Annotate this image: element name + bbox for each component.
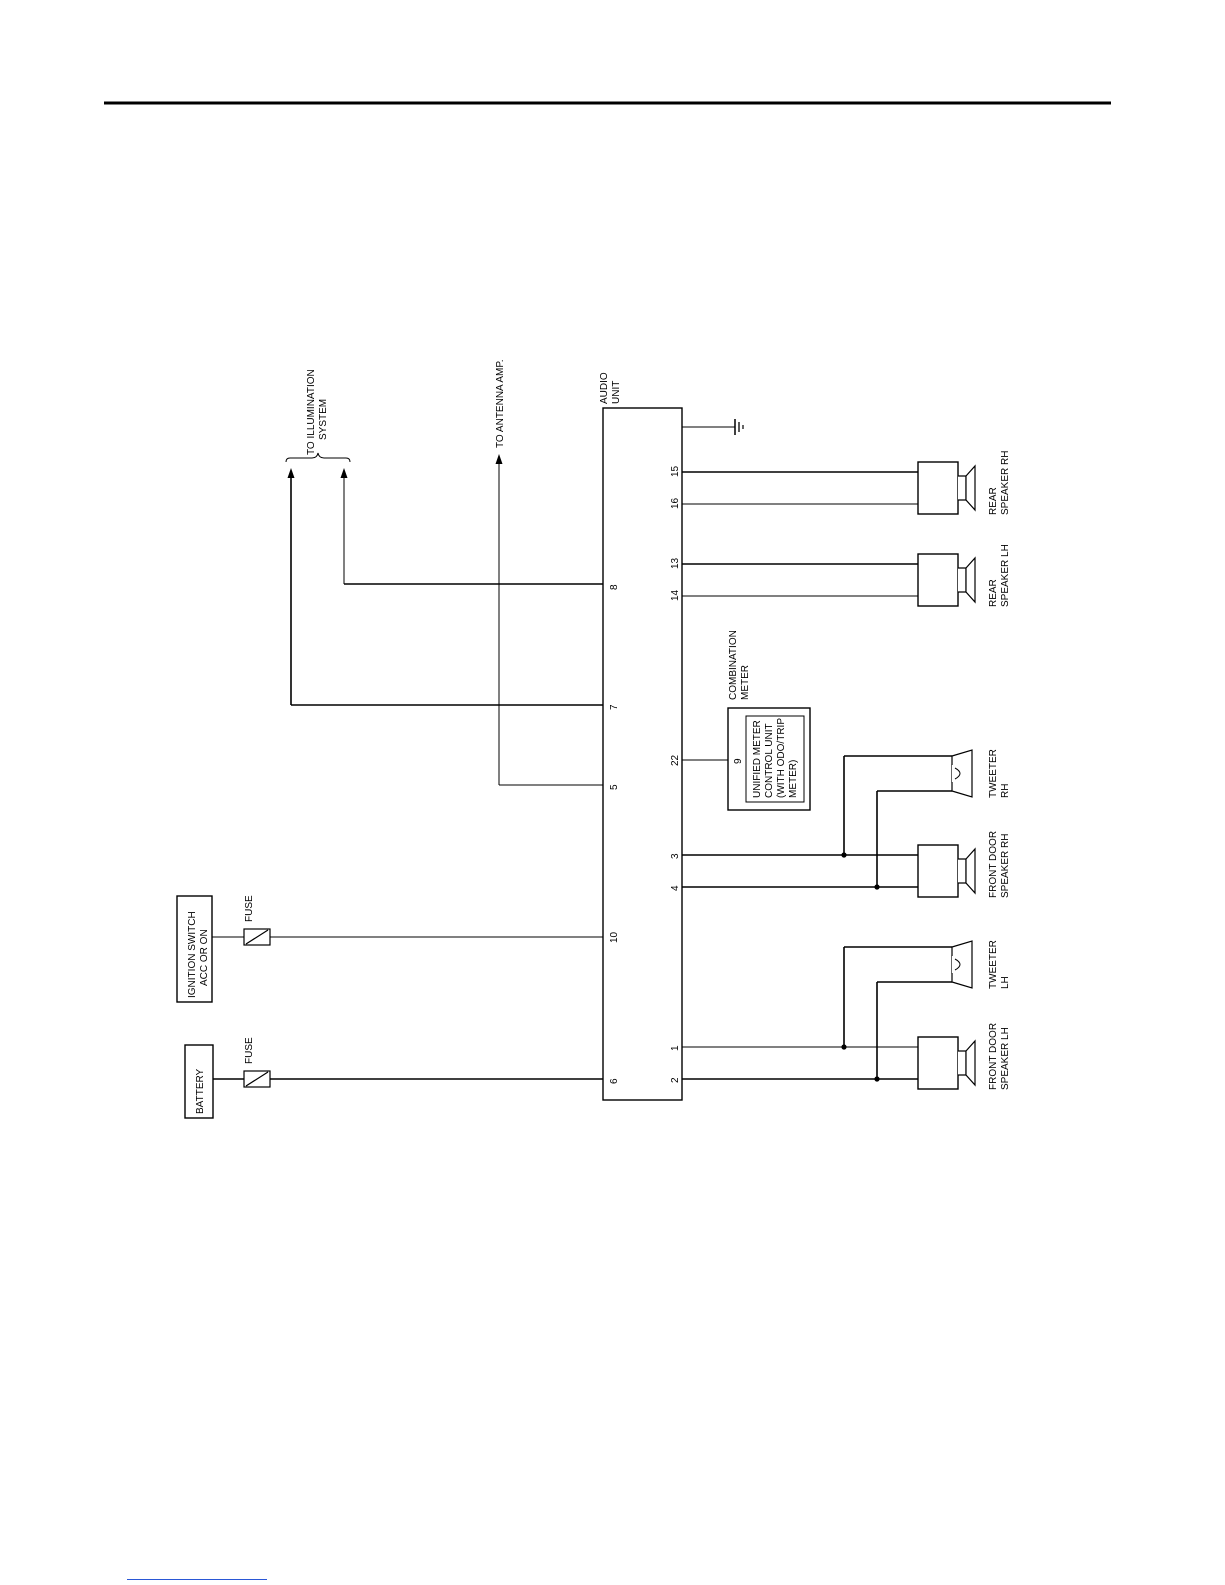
tweeter-icon-rh (952, 750, 972, 797)
arrow-icon-illum-7 (288, 468, 295, 478)
ignition-label-1: IGNITION SWITCH (187, 911, 198, 998)
meter-unit-label-3: (WITH ODO/TRIP (776, 718, 787, 798)
pin-15: 15 (670, 465, 681, 477)
pin-7: 7 (609, 704, 620, 710)
illumination-label-1: TO ILLUMINATION (306, 369, 317, 455)
rear-speaker-lh-label-2: SPEAKER LH (1000, 544, 1011, 607)
speaker-icon-rear-rh (918, 462, 975, 514)
tweeter-rh-label-1: TWEETER (988, 749, 999, 798)
pin-13: 13 (670, 557, 681, 569)
pin-8: 8 (609, 584, 620, 590)
junction-dot (841, 1044, 846, 1049)
tweeter-rh-label-2: RH (1000, 784, 1011, 798)
audio-unit-box (603, 408, 682, 1100)
speaker-icon-front-rh (918, 845, 975, 897)
fuse-label-ignition: FUSE (244, 895, 255, 922)
front-door-lh-label-2: SPEAKER LH (1000, 1027, 1011, 1090)
junction-dot (874, 884, 879, 889)
pin-3: 3 (670, 853, 681, 859)
meter-pin-9: 9 (733, 758, 744, 764)
battery-label: BATTERY (195, 1068, 206, 1114)
front-door-rh-label-2: SPEAKER RH (1000, 834, 1011, 898)
fuse-label-battery: FUSE (244, 1037, 255, 1064)
illumination-brace (286, 453, 350, 462)
combination-meter-label-1: COMBINATION (728, 630, 739, 700)
illumination-label-2: SYSTEM (318, 399, 329, 440)
pin-22: 22 (670, 754, 681, 766)
arrow-icon-illum-8 (341, 468, 348, 478)
arrow-icon-antenna (496, 454, 503, 464)
front-door-rh-label-1: FRONT DOOR (988, 831, 999, 898)
pin-10: 10 (609, 931, 620, 943)
speaker-icon-rear-lh (918, 554, 975, 606)
tweeter-lh-label-1: TWEETER (988, 940, 999, 989)
pin-14: 14 (670, 589, 681, 601)
meter-unit-label-4: METER) (788, 760, 799, 798)
front-door-lh-label-1: FRONT DOOR (988, 1023, 999, 1090)
junction-dot (841, 852, 846, 857)
rear-speaker-rh-label-2: SPEAKER RH (1000, 451, 1011, 515)
pin-1: 1 (670, 1045, 681, 1051)
tweeter-lh-label-2: LH (1000, 976, 1011, 989)
pin-16: 16 (670, 497, 681, 509)
speaker-icon-front-lh (918, 1037, 975, 1089)
pin-2: 2 (670, 1077, 681, 1083)
pin-5: 5 (609, 784, 620, 790)
audio-unit-label-2: UNIT (611, 381, 622, 404)
combination-meter-label-2: METER (740, 665, 751, 700)
audio-unit-label-1: AUDIO (599, 372, 610, 404)
fuse-icon-ignition (244, 929, 270, 945)
rear-speaker-rh-label-1: REAR (988, 487, 999, 515)
meter-unit-label-1: UNIFIED METER (752, 720, 763, 798)
tweeter-icon-lh (952, 941, 972, 988)
meter-unit-label-2: CONTROL UNIT (764, 723, 775, 798)
fuse-icon-battery (244, 1071, 270, 1087)
pin-4: 4 (670, 885, 681, 891)
ground-icon (682, 419, 743, 435)
junction-dot (874, 1076, 879, 1081)
pin-6: 6 (609, 1078, 620, 1084)
ignition-label-2: ACC OR ON (199, 929, 210, 986)
rear-speaker-lh-label-1: REAR (988, 579, 999, 607)
footer-link-underline (127, 1579, 267, 1580)
antenna-label: TO ANTENNA AMP. (495, 359, 506, 448)
